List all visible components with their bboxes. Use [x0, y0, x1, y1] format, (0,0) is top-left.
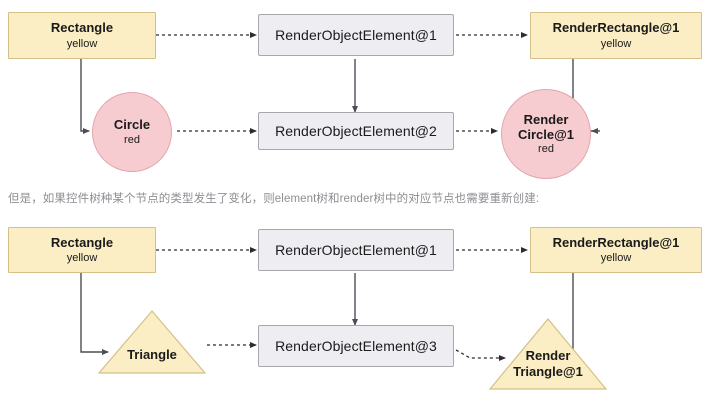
node-render-triangle-1-title-line2: Triangle@1	[513, 364, 583, 379]
node-render-object-element-1[interactable]: RenderObjectElement@1	[258, 14, 454, 56]
triangle-shape	[98, 310, 206, 374]
node-render-triangle-1-title-line1: Render	[525, 348, 571, 363]
node-render-object-element-3-title: RenderObjectElement@3	[275, 337, 437, 354]
node-render-rectangle-1b-title: RenderRectangle@1	[552, 234, 680, 250]
node-render-triangle-1[interactable]: Render Triangle@1	[489, 318, 607, 390]
node-render-circle-1[interactable]: Render Circle@1 red	[501, 89, 591, 179]
node-render-rectangle-1b-subtitle: yellow	[600, 252, 632, 265]
node-circle-subtitle: red	[124, 133, 140, 146]
node-circle[interactable]: Circle red	[92, 92, 172, 172]
node-triangle[interactable]: Triangle	[98, 310, 206, 374]
node-rectangle-2[interactable]: Rectangle yellow	[8, 227, 156, 273]
node-circle-title: Circle	[113, 117, 151, 133]
node-render-object-element-2-title: RenderObjectElement@2	[275, 122, 437, 139]
node-rectangle-2-subtitle: yellow	[66, 252, 98, 265]
node-render-rectangle-1-subtitle: yellow	[600, 37, 632, 50]
caption-text: 但是，如果控件树种某个节点的类型发生了变化，则element树和render树中…	[8, 193, 540, 205]
node-render-circle-1-title-line1: Render	[523, 111, 569, 127]
node-render-rectangle-1-title: RenderRectangle@1	[552, 20, 680, 36]
node-rectangle-subtitle: yellow	[66, 37, 98, 50]
node-render-circle-1-subtitle: red	[538, 143, 554, 156]
node-render-rectangle-1[interactable]: RenderRectangle@1 yellow	[530, 12, 702, 59]
node-rectangle-title: Rectangle	[50, 20, 114, 36]
node-render-object-element-1b-title: RenderObjectElement@1	[275, 241, 437, 258]
node-render-object-element-3[interactable]: RenderObjectElement@3	[258, 325, 454, 367]
node-triangle-title: Triangle	[127, 347, 177, 362]
node-rectangle[interactable]: Rectangle yellow	[8, 12, 156, 59]
node-render-object-element-1-title: RenderObjectElement@1	[275, 26, 437, 43]
node-render-object-element-2[interactable]: RenderObjectElement@2	[258, 112, 454, 150]
render-triangle-shape	[489, 318, 607, 390]
edge-rectangle-to-circle	[80, 59, 90, 134]
node-rectangle-2-title: Rectangle	[50, 234, 114, 250]
node-render-rectangle-1b[interactable]: RenderRectangle@1 yellow	[530, 227, 702, 273]
node-render-object-element-1b[interactable]: RenderObjectElement@1	[258, 229, 454, 271]
node-render-circle-1-title-line2: Circle@1	[517, 127, 575, 143]
